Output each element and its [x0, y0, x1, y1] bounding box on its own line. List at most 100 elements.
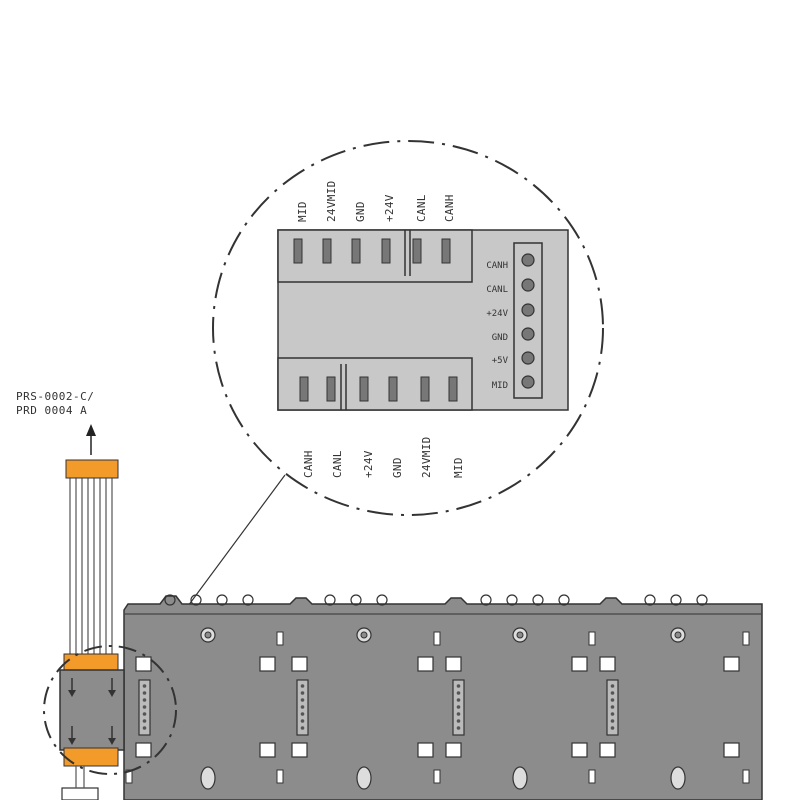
square-pad	[445, 742, 462, 758]
square-pad	[135, 742, 152, 758]
cable-label-line1: PRS-0002-C/	[16, 390, 94, 403]
pin-slot	[412, 238, 422, 264]
pin-contact	[521, 351, 535, 365]
side-connector-pins	[521, 253, 535, 389]
rail-bump	[190, 594, 202, 606]
slot	[276, 769, 284, 784]
side-pin-labels: CANH CANL +24V GND +5V MID	[486, 261, 508, 391]
top-connector-block	[277, 229, 473, 283]
strip-pin	[300, 726, 305, 730]
side-pin-label: GND	[492, 333, 508, 343]
square-pad	[599, 742, 616, 758]
pin-slot	[299, 376, 309, 402]
square-pad	[445, 656, 462, 672]
rail-bump	[696, 594, 708, 606]
strip-pin	[610, 719, 615, 723]
slot	[588, 631, 596, 646]
connector-module-detail	[277, 229, 569, 411]
oval-hole	[512, 766, 528, 790]
strip-pin	[456, 712, 461, 716]
strip-pin	[142, 698, 147, 702]
bottom-connector-block	[277, 357, 473, 411]
strip-pin	[610, 705, 615, 709]
up-arrow-icon	[86, 424, 96, 455]
zoom-circle	[212, 140, 604, 516]
top-pin-label: CANL	[415, 194, 428, 222]
connector-housing	[59, 669, 125, 751]
pin-contact	[521, 303, 535, 317]
bottom-pin-label: +24V	[362, 450, 375, 478]
side-pin-label: CANL	[486, 285, 508, 295]
strip-pin	[456, 705, 461, 709]
rail-bump	[480, 594, 492, 606]
top-pin-label: 24VMID	[325, 180, 338, 222]
side-pin-label: MID	[492, 381, 508, 391]
strip-pin	[300, 684, 305, 688]
strip-pin	[456, 698, 461, 702]
side-connector-strip	[513, 242, 543, 399]
pin-slot	[293, 238, 303, 264]
pin-slot	[351, 238, 361, 264]
down-arrow-icon	[68, 678, 116, 745]
square-pad	[259, 656, 276, 672]
rail-bump	[324, 594, 336, 606]
board-body	[123, 595, 763, 800]
oval-hole	[356, 766, 372, 790]
ribbon-cable	[69, 478, 113, 655]
square-pad	[571, 742, 588, 758]
mount-hole-inner	[360, 631, 368, 639]
top-pin-label: MID	[296, 201, 309, 222]
rail-bump	[164, 594, 176, 606]
pin-contact	[521, 327, 535, 341]
bottom-pin-label: 24VMID	[420, 436, 433, 478]
slot	[433, 769, 441, 784]
pin-slot	[322, 238, 332, 264]
strip-pin	[456, 726, 461, 730]
bottom-pin-label: CANL	[331, 450, 344, 478]
bottom-pin-label: MID	[452, 457, 465, 478]
strip-pin	[142, 684, 147, 688]
strip-pin	[456, 691, 461, 695]
top-pin-label: +24V	[383, 194, 396, 222]
pin-slot	[381, 238, 391, 264]
bottom-connector-pins	[299, 376, 458, 402]
bottom-pin-labels: CANH CANL +24V GND 24VMID MID	[302, 436, 465, 478]
oval-hole	[200, 766, 216, 790]
mount-hole-inner	[516, 631, 524, 639]
rail-bump	[350, 594, 362, 606]
bottom-pin-label: CANH	[302, 450, 315, 478]
slot	[276, 631, 284, 646]
square-pad	[259, 742, 276, 758]
strip-pin	[610, 684, 615, 688]
board-details	[125, 594, 750, 790]
top-connector-pins	[293, 238, 451, 264]
slot	[125, 769, 133, 784]
pin-contact	[521, 253, 535, 267]
pin-slot	[441, 238, 451, 264]
pin-slot	[448, 376, 458, 402]
square-pad	[599, 656, 616, 672]
strip-pin	[300, 691, 305, 695]
pin-slot	[420, 376, 430, 402]
cable-connector-assembly	[59, 653, 125, 800]
mount-hole-inner	[674, 631, 682, 639]
strip-pin	[456, 684, 461, 688]
strip-pin	[610, 726, 615, 730]
cable-tail	[61, 787, 99, 800]
pin-slot	[388, 376, 398, 402]
cable-connector-top	[65, 459, 119, 479]
square-pad	[291, 656, 308, 672]
strip-pin	[142, 726, 147, 730]
pin-contact	[521, 375, 535, 389]
strip-pin	[456, 719, 461, 723]
connector-highlight-circle	[43, 645, 177, 775]
rail-bump	[644, 594, 656, 606]
top-pin-labels: MID 24VMID GND +24V CANL CANH	[296, 180, 456, 222]
top-pin-label: CANH	[443, 194, 456, 222]
strip-pin	[300, 719, 305, 723]
strip-pin	[300, 705, 305, 709]
slot	[742, 769, 750, 784]
side-pin-label: CANH	[486, 261, 508, 271]
top-pin-label: GND	[354, 201, 367, 222]
